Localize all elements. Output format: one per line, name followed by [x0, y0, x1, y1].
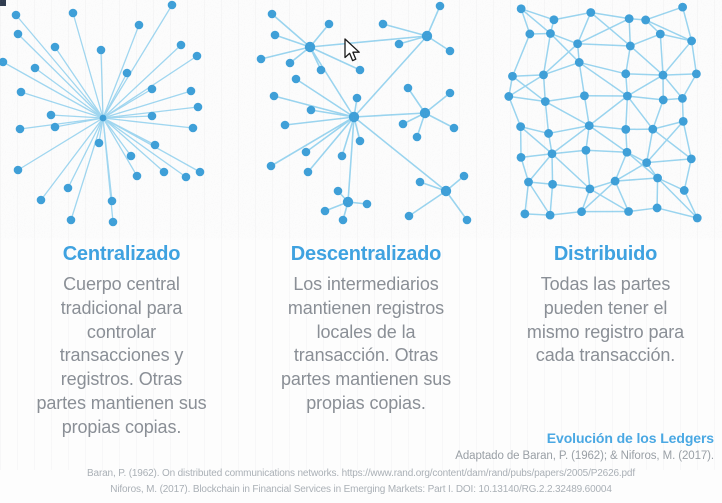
references-block: Baran, P. (1962). On distributed communi… [0, 466, 722, 497]
network-diagrams-row [0, 0, 722, 238]
reference-line-2: Niforos, M. (2017). Blockchain in Financ… [110, 483, 612, 495]
column-body-centralizado: Cuerpo central tradicional para controla… [36, 274, 207, 437]
centralized-network-svg [0, 0, 205, 227]
column-body-distribuido: Todas las partes pueden tener el mismo r… [526, 274, 685, 366]
column-title-descentralizado: Descentralizado [290, 243, 442, 265]
distributed-network-svg [504, 2, 702, 223]
credit-subtitle: Adaptado de Baran, P. (1962); & Niforos,… [455, 449, 714, 462]
reference-line-1: Baran, P. (1962). On distributed communi… [87, 468, 635, 479]
column-title-centralizado: Centralizado [62, 243, 181, 265]
column-descentralizado: Descentralizado Los intermediarios manti… [243, 238, 489, 430]
column-body-descentralizado: Los intermediarios mantienen registros l… [280, 274, 452, 413]
diagram-panel-centralizado [0, 0, 243, 238]
diagram-panel-descentralizado [243, 0, 489, 238]
diagram-panel-distribuido [489, 0, 722, 238]
column-centralizado: Centralizado Cuerpo central tradicional … [0, 238, 243, 437]
column-title-distribuido: Distribuido [553, 243, 658, 265]
decentralized-network-svg [256, 1, 472, 225]
corner-marker [0, 0, 6, 6]
credit-block: Evolución de los Ledgers Adaptado de Bar… [234, 430, 714, 464]
description-columns: Centralizado Cuerpo central tradicional … [0, 238, 722, 437]
credit-title: Evolución de los Ledgers [546, 430, 714, 446]
column-distribuido: Distribuido Todas las partes pueden tene… [489, 238, 722, 430]
